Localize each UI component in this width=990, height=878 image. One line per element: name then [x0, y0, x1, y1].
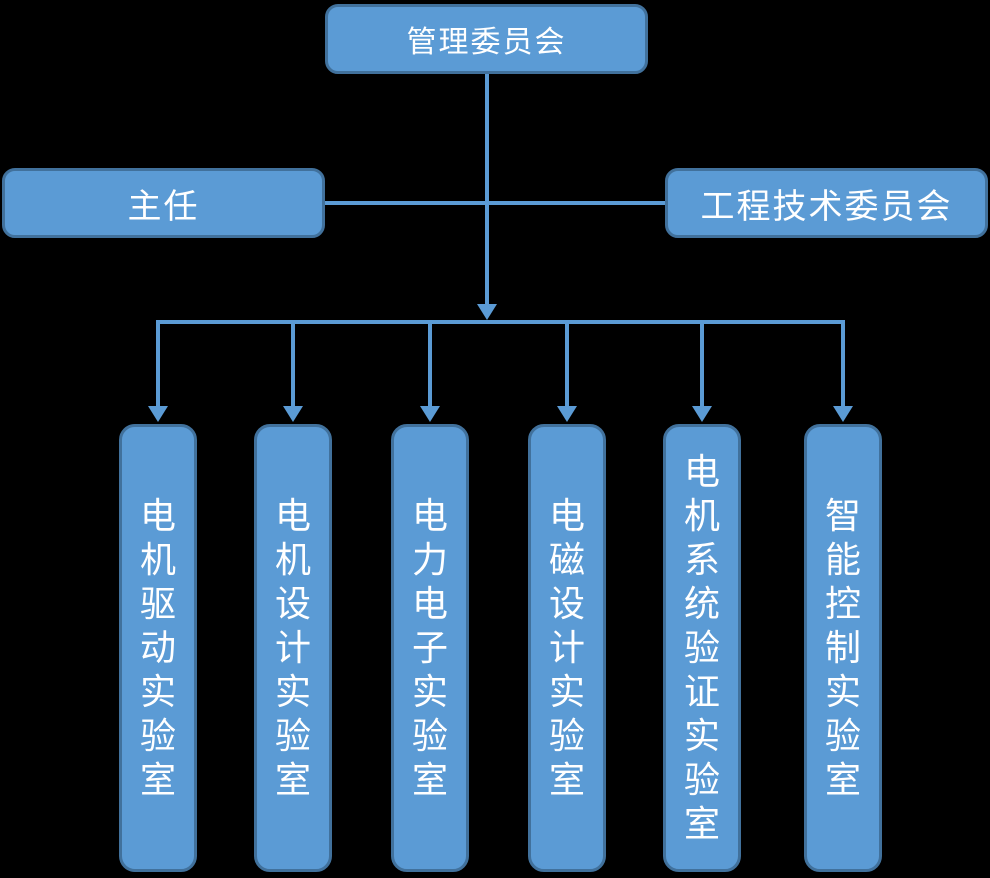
- connector-drop-lab-5: [700, 320, 704, 406]
- arrow-down-icon: [477, 304, 497, 320]
- node-lab-motor-system-verification: 电机系统验证实验室: [663, 424, 741, 872]
- node-label: 电磁设计实验室: [548, 495, 585, 800]
- arrow-down-icon: [557, 406, 577, 422]
- node-label: 电力电子实验室: [411, 495, 448, 800]
- connector-drop-lab-3: [428, 320, 432, 406]
- connector-director-to-committee: [325, 201, 665, 205]
- arrow-down-icon: [148, 406, 168, 422]
- node-label: 智能控制实验室: [824, 495, 861, 800]
- connector-top-to-distribution: [485, 73, 489, 304]
- node-label: 电机系统验证实验室: [683, 451, 720, 844]
- node-management-committee: 管理委员会: [325, 4, 648, 74]
- arrow-down-icon: [420, 406, 440, 422]
- connector-drop-lab-4: [565, 320, 569, 406]
- node-label: 工程技术委员会: [700, 187, 953, 226]
- arrow-down-icon: [283, 406, 303, 422]
- node-lab-electromagnetic-design: 电磁设计实验室: [528, 424, 606, 872]
- connector-distribution-bar: [156, 320, 845, 324]
- node-label: 电机驱动实验室: [139, 495, 176, 800]
- connector-drop-lab-6: [841, 320, 845, 406]
- node-director: 主任: [2, 168, 325, 238]
- node-label: 电机设计实验室: [274, 495, 311, 800]
- node-lab-power-electronics: 电力电子实验室: [391, 424, 469, 872]
- node-engineering-technology-committee: 工程技术委员会: [665, 168, 988, 238]
- node-lab-intelligent-control: 智能控制实验室: [804, 424, 882, 872]
- arrow-down-icon: [833, 406, 853, 422]
- connector-drop-lab-1: [156, 320, 160, 406]
- node-lab-motor-design: 电机设计实验室: [254, 424, 332, 872]
- node-label: 管理委员会: [406, 26, 567, 59]
- node-label: 主任: [127, 187, 200, 226]
- connector-drop-lab-2: [291, 320, 295, 406]
- arrow-down-icon: [692, 406, 712, 422]
- node-lab-motor-drive: 电机驱动实验室: [119, 424, 197, 872]
